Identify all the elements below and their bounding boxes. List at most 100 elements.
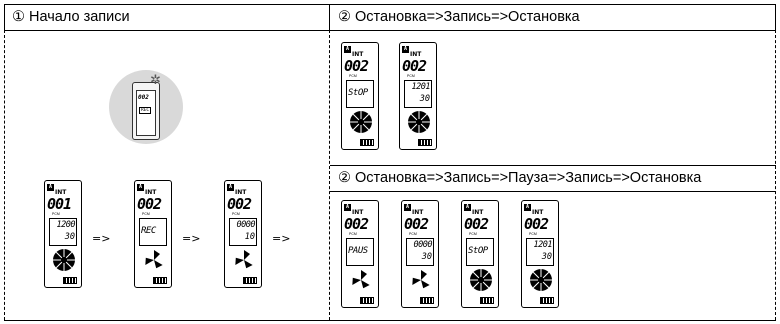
border-left: [4, 30, 5, 320]
fan-icon: [232, 248, 256, 272]
lcd-line-1: 0000: [413, 240, 433, 250]
file-number: 002: [404, 215, 429, 233]
int-label: INT: [352, 209, 364, 216]
lcd-screen: PAUS: [346, 238, 374, 266]
col-divider: [329, 30, 330, 320]
row-divider-solid: [330, 165, 776, 166]
file-number: 002: [227, 195, 252, 213]
file-number: 002: [524, 215, 549, 233]
int-label: INT: [412, 209, 424, 216]
battery-icon: [153, 277, 167, 284]
pcm-label: PCM: [52, 212, 60, 216]
battery-icon: [243, 277, 257, 284]
lcd-line-2: 10: [244, 232, 255, 242]
a-mode-icon: A: [464, 204, 471, 211]
lcd-line-1: 1200: [56, 220, 76, 230]
small-device-screen: 002 REC: [136, 90, 156, 136]
a-mode-icon: A: [137, 184, 144, 191]
lcd-line-2: 30: [541, 252, 552, 262]
disc-icon: [52, 248, 76, 272]
battery-icon: [480, 297, 494, 304]
lcd-screen: REC: [139, 218, 167, 246]
pcm-label: PCM: [469, 232, 477, 236]
file-number: 002: [402, 57, 427, 75]
border-left-top: [4, 4, 5, 30]
header-underline: [4, 30, 776, 31]
battery-icon: [418, 139, 432, 146]
lcd-line-1: StOP: [468, 246, 488, 256]
disc-icon: [469, 268, 493, 292]
lcd-screen: StOP: [346, 80, 374, 108]
a-mode-icon: A: [344, 204, 351, 211]
border-bottom: [4, 320, 776, 321]
int-label: INT: [472, 209, 484, 216]
header-stop-rec-pause: ② Остановка=>Запись=>Пауза=>Запись=>Оста…: [338, 170, 702, 186]
border-top: [4, 4, 776, 5]
arrow-label: =>: [92, 232, 111, 245]
instruction-table: ① Начало записи ② Остановка=>Запись=>Ост…: [4, 4, 776, 321]
battery-icon: [420, 297, 434, 304]
a-mode-icon: A: [47, 184, 54, 191]
lcd-line-1: 1201: [411, 82, 431, 92]
int-label: INT: [55, 189, 67, 196]
lcd-line-1: PAUS: [348, 246, 368, 256]
header-start: ① Начало записи: [12, 9, 130, 25]
pcm-label: PCM: [232, 212, 240, 216]
col-divider-top: [329, 4, 330, 30]
battery-icon: [360, 139, 374, 146]
file-number: 002: [344, 215, 369, 233]
header-stop-rec-stop: ② Остановка=>Запись=>Остановка: [338, 9, 580, 25]
a-mode-icon: A: [402, 46, 409, 53]
arrow-label: =>: [182, 232, 201, 245]
fan-icon: [349, 268, 373, 292]
lcd-line-2: 30: [64, 232, 75, 242]
pcm-label: PCM: [142, 212, 150, 216]
row-divider-2: [330, 191, 776, 192]
lcd-screen: 1201 30: [404, 80, 432, 108]
arrow-label: =>: [272, 232, 291, 245]
a-mode-icon: A: [344, 46, 351, 53]
file-number: 002: [464, 215, 489, 233]
disc-icon: [529, 268, 553, 292]
fan-icon: [142, 248, 166, 272]
a-mode-icon: A: [227, 184, 234, 191]
a-mode-icon: A: [524, 204, 531, 211]
battery-icon: [540, 297, 554, 304]
int-label: INT: [145, 189, 157, 196]
small-device-rec: REC: [139, 107, 152, 114]
pcm-label: PCM: [409, 232, 417, 236]
int-label: INT: [532, 209, 544, 216]
a-mode-icon: A: [404, 204, 411, 211]
disc-icon: [349, 110, 373, 134]
lcd-line-1: REC: [141, 226, 156, 236]
lcd-screen: StOP: [466, 238, 494, 266]
lcd-line-2: 30: [419, 94, 430, 104]
lcd-screen: 1200 30: [49, 218, 77, 246]
file-number: 001: [47, 195, 72, 213]
int-label: INT: [410, 51, 422, 58]
pcm-label: PCM: [349, 232, 357, 236]
pcm-label: PCM: [407, 74, 415, 78]
border-right: [775, 30, 776, 320]
file-number: 002: [137, 195, 162, 213]
disc-icon: [407, 110, 431, 134]
int-label: INT: [235, 189, 247, 196]
lcd-line-1: StOP: [348, 88, 368, 98]
pcm-label: PCM: [529, 232, 537, 236]
fan-icon: [409, 268, 433, 292]
sun-icon: ✲: [150, 72, 161, 87]
device-illustration: 002 REC ✲: [109, 70, 183, 144]
int-label: INT: [352, 51, 364, 58]
